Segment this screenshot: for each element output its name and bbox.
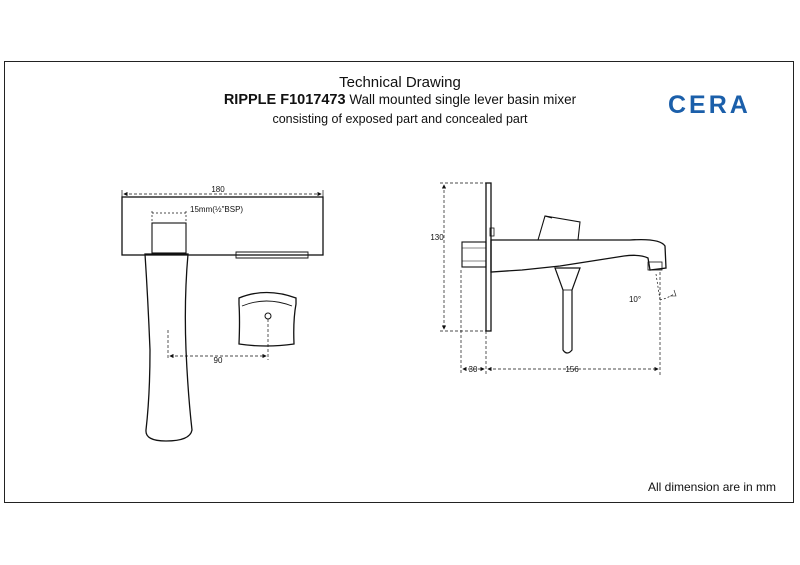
angle-arc [659, 293, 675, 301]
dim-label-130: 130 [430, 233, 444, 242]
drawing-title: Technical Drawing [339, 74, 461, 91]
product-subtitle: consisting of exposed part and concealed… [272, 112, 528, 126]
dim-label-30: 30 [469, 365, 478, 374]
dim-label-180: 180 [211, 185, 225, 194]
model-number: RIPPLE F1017473 [223, 92, 346, 108]
lever-button [264, 312, 272, 320]
side-lever [537, 215, 581, 241]
concealed-body [461, 241, 487, 268]
plate-slot [235, 251, 309, 259]
wall-plate [121, 196, 324, 256]
dim-label-90: 90 [214, 356, 223, 365]
front-view [121, 190, 324, 442]
spout-body [144, 253, 193, 442]
product-line: RIPPLE F1017473 Wall mounted single leve… [0, 92, 800, 108]
side-wall-plate [485, 182, 492, 332]
brand-logo: CERA [668, 91, 751, 119]
spout-top [151, 222, 187, 254]
side-view [440, 182, 677, 375]
lever-handle [238, 291, 297, 347]
dimension-note: All dimension are in mm [648, 480, 777, 494]
side-cartridge [554, 267, 581, 354]
dim-label-angle: 10° [629, 295, 641, 304]
dim-label-156: 156 [565, 365, 579, 374]
dim-label-outlet: 15mm(½"BSP) [190, 205, 243, 214]
product-description: Wall mounted single lever basin mixer [349, 92, 577, 107]
side-spout [490, 238, 667, 273]
drawing-frame [4, 61, 794, 503]
